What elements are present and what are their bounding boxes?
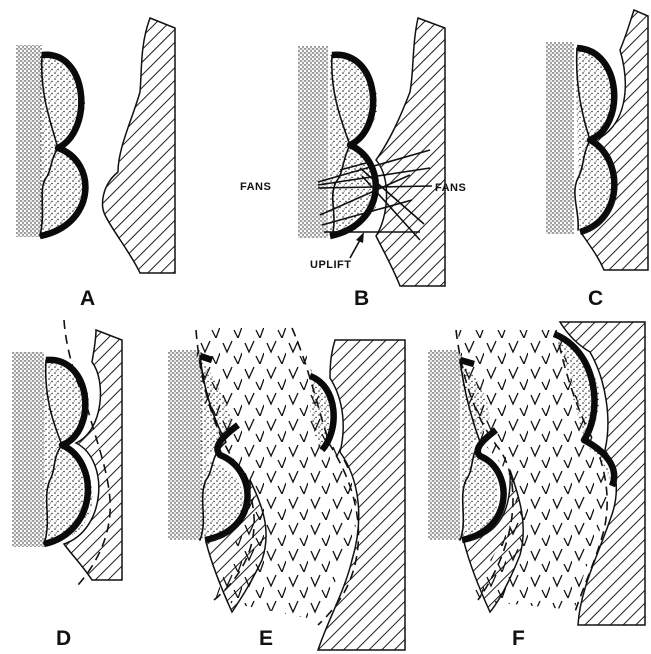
panel-f-dense-sediment xyxy=(428,350,460,540)
panel-label-c: C xyxy=(588,287,603,310)
panel-label-f: F xyxy=(512,627,525,650)
annotation-fans-left: FANS xyxy=(240,181,271,193)
panel-b-dense-sediment xyxy=(298,46,328,238)
annotation-uplift: UPLIFT xyxy=(310,259,352,271)
panel-label-d: D xyxy=(56,627,71,650)
panel-b-basement-hatch xyxy=(376,18,445,286)
panel-d-dense-sediment xyxy=(12,352,44,547)
panel-a xyxy=(16,18,175,273)
panel-b-uplift-arrow xyxy=(350,232,364,258)
panel-label-a: A xyxy=(80,287,95,310)
panel-f xyxy=(428,322,645,625)
panel-label-b: B xyxy=(354,287,369,310)
panel-a-dense-sediment xyxy=(16,45,42,237)
panel-label-e: E xyxy=(259,627,273,650)
panel-b xyxy=(298,18,445,286)
annotation-fans-right: FANS xyxy=(435,182,466,194)
panel-c xyxy=(546,10,648,270)
panel-d xyxy=(12,320,122,585)
panel-c-dense-sediment xyxy=(546,42,574,234)
panel-a-basement-hatch xyxy=(103,18,175,273)
panel-e xyxy=(168,328,405,650)
panel-e-dense-sediment xyxy=(168,350,202,540)
